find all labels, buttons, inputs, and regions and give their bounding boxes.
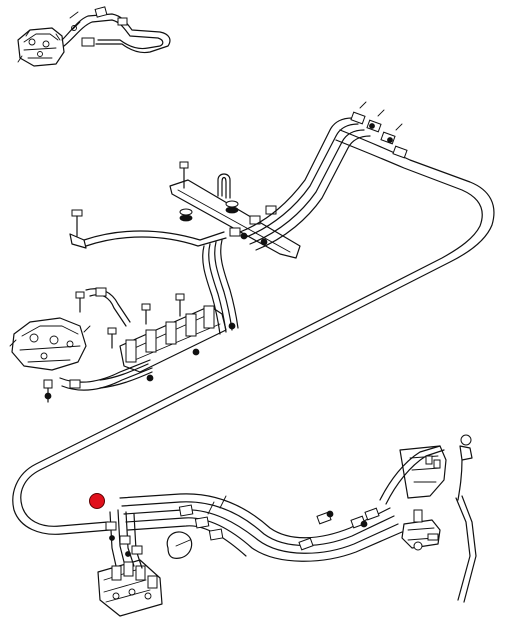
upper-hose-bundle: [202, 101, 408, 335]
main-return-hose-loop: [12, 129, 495, 535]
mid-bracket-assembly: [99, 293, 236, 389]
lower-hose-bundle: [119, 493, 403, 562]
mid-pump-assembly: [9, 287, 153, 403]
control-valve-block: [97, 509, 163, 617]
upper-bracket-assembly: [69, 161, 301, 259]
control-linkage-assembly: [379, 434, 477, 603]
inset-pump-assembly: [17, 6, 171, 67]
highlight-marker[interactable]: [89, 493, 105, 509]
